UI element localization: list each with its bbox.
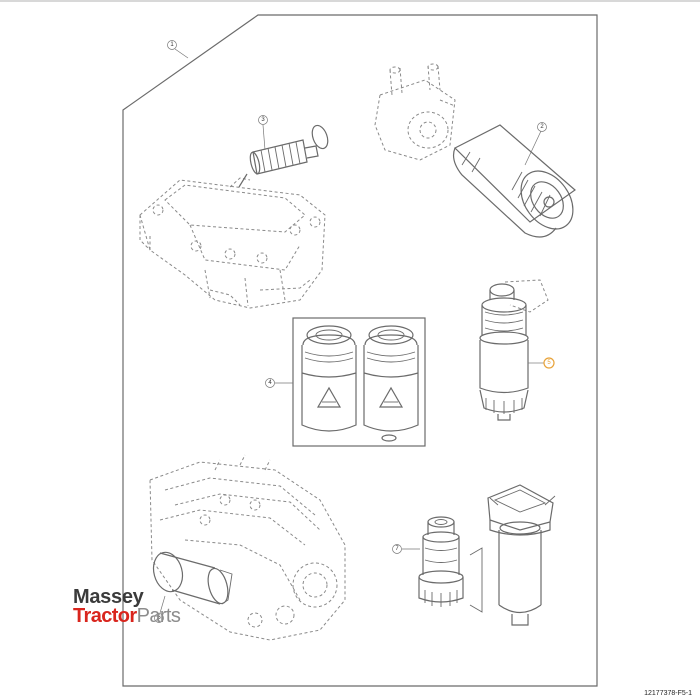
callout-7-marker bbox=[392, 544, 402, 554]
callout-1-marker bbox=[167, 40, 177, 50]
part-5-water-separator-illustration bbox=[479, 279, 549, 421]
callout-2-marker bbox=[537, 122, 547, 132]
part-7-fuel-filter-illustration bbox=[418, 484, 556, 626]
callout-5-marker bbox=[543, 357, 555, 369]
callout-3-label: 3 bbox=[261, 117, 265, 123]
watermark-logo: Massey TractorParts bbox=[73, 586, 181, 627]
callout-4-marker bbox=[265, 378, 275, 388]
top-border bbox=[0, 0, 700, 2]
engine-head-illustration bbox=[139, 177, 326, 309]
part-6-engine-assembly-illustration bbox=[149, 454, 346, 641]
watermark-line-massey: Massey bbox=[73, 586, 144, 608]
diagram-frame bbox=[122, 14, 598, 687]
part-3-strainer-illustration bbox=[238, 124, 329, 188]
part-4-filter-kit-illustration bbox=[292, 317, 426, 447]
callout-4-label: 4 bbox=[268, 380, 272, 386]
watermark-word-parts: Parts bbox=[136, 605, 181, 627]
callout-6-marker bbox=[154, 613, 164, 623]
callout-2-label: 2 bbox=[540, 124, 544, 130]
callout-5-label: 5 bbox=[547, 360, 551, 366]
callout-1-label: 1 bbox=[170, 42, 174, 48]
callout-7-label: 7 bbox=[395, 546, 399, 552]
watermark-word-tractor: Tractor bbox=[73, 605, 137, 627]
callout-3-marker bbox=[258, 115, 268, 125]
callout-6-label: 6 bbox=[157, 615, 161, 621]
figure-id: 12177378-F5-1 bbox=[644, 690, 692, 697]
part-2-oil-filter-illustration bbox=[374, 63, 576, 238]
watermark-line-tractor-parts: TractorParts bbox=[73, 605, 181, 627]
